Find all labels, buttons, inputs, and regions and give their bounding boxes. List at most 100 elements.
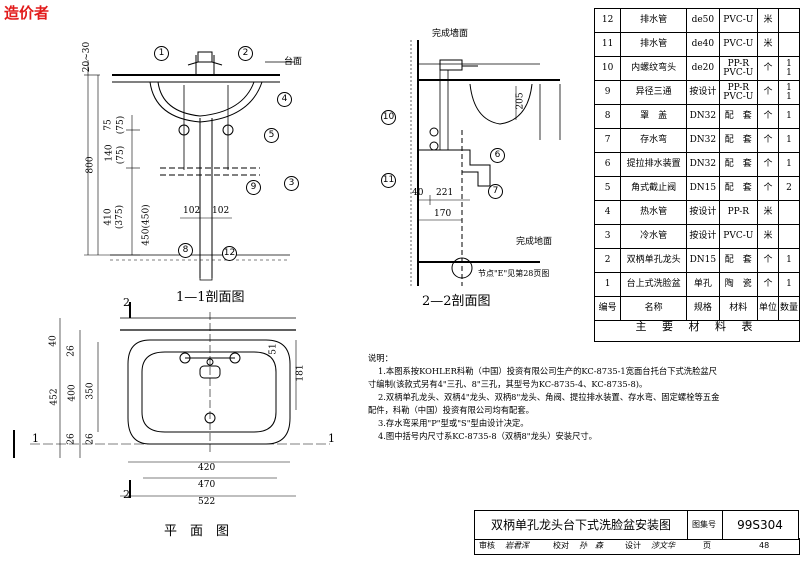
table-cell-mat: 配 套 <box>718 248 758 273</box>
dim-470: 470 <box>198 480 216 490</box>
dim-26-top: 26 <box>66 345 77 357</box>
table-cell-unit: 个 <box>756 272 779 297</box>
table-cell-unit: 米 <box>756 32 779 57</box>
table-cell-unit: 个 <box>756 128 779 153</box>
dim-102b: 102 <box>212 206 230 216</box>
callout-4: 4 <box>277 92 292 107</box>
material-table-title: 主 要 材 料 表 <box>594 313 800 342</box>
table-cell-spec: DN15 <box>686 176 720 201</box>
table-cell-no: 6 <box>593 152 622 177</box>
node-e-note: 节点"E"见第28页图 <box>478 269 550 278</box>
table-cell-qty: 数量 <box>777 296 800 321</box>
table-cell-spec: de50 <box>686 8 720 33</box>
dim-75-paren: (75) <box>116 115 127 135</box>
table-cell-qty: 1 <box>777 152 800 177</box>
callout-8: 8 <box>178 243 193 258</box>
table-cell-unit: 米 <box>756 224 779 249</box>
table-cell-spec: 按设计 <box>686 80 720 105</box>
dim-450: 450(450) <box>141 204 152 246</box>
table-cell-qty: 1 <box>777 104 800 129</box>
cut-mark-2-top: 2 <box>123 296 130 309</box>
table-cell-no: 2 <box>593 248 622 273</box>
signature-row: 审核 岩君浑 校对 孙 森 设计 涉文华 页 48 <box>474 538 800 555</box>
table-cell-spec: DN15 <box>686 248 720 273</box>
label-finished-floor: 完成地面 <box>516 237 553 247</box>
table-cell-qty: 1 <box>777 272 800 297</box>
dim-522: 522 <box>198 497 216 507</box>
note-line-6: 4.图中括号内尺寸系KC-8735-8（双柄8"龙头）安装尺寸。 <box>378 431 597 441</box>
dim-75: 75 <box>103 119 114 131</box>
dim-420: 420 <box>198 463 216 473</box>
table-cell-no: 9 <box>593 80 622 105</box>
dim-410: 410 <box>103 208 114 226</box>
table-cell-mat: PVC-U <box>718 8 758 33</box>
section-1-1-title: 1—1剖面图 <box>176 290 245 305</box>
table-cell-qty: 1 <box>777 248 800 273</box>
table-cell-spec: 单孔 <box>686 272 720 297</box>
dim-20-30: 20~30 <box>82 41 93 73</box>
table-cell-qty: 1 <box>777 128 800 153</box>
table-cell-name: 排水管 <box>620 32 688 57</box>
dim-102a: 102 <box>183 206 201 216</box>
table-cell-name: 热水管 <box>620 200 688 225</box>
table-cell-no: 8 <box>593 104 622 129</box>
table-cell-qty: 1 1 <box>777 56 800 81</box>
atlas-label: 图集号 <box>686 510 723 540</box>
plan-drawing <box>13 302 330 498</box>
table-cell-no: 12 <box>593 8 622 33</box>
callout-3: 3 <box>284 176 299 191</box>
section-1-1-drawing <box>84 51 295 281</box>
page-label: 页 <box>703 541 711 550</box>
table-row: 编号名称规格材料单位数量 <box>593 296 800 321</box>
callout-1: 1 <box>154 46 169 61</box>
label-finished-wall: 完成墙面 <box>432 29 469 39</box>
dim-140: 140 <box>104 144 115 162</box>
review-label: 审核 <box>479 541 495 550</box>
table-cell-unit: 个 <box>756 104 779 129</box>
table-cell-mat: PVC-U <box>718 224 758 249</box>
table-cell-no: 编号 <box>593 296 622 321</box>
dim-205: 205 <box>515 92 526 110</box>
table-cell-spec: 按设计 <box>686 200 720 225</box>
table-cell-mat: 配 套 <box>718 152 758 177</box>
drawing-title: 双柄单孔龙头台下式洗脸盆安装图 <box>474 510 688 540</box>
table-cell-no: 1 <box>593 272 622 297</box>
table-cell-name: 双柄单孔龙头 <box>620 248 688 273</box>
table-cell-no: 5 <box>593 176 622 201</box>
table-cell-mat: 材料 <box>718 296 758 321</box>
callout-12: 12 <box>222 246 237 261</box>
table-cell-unit: 个 <box>756 80 779 105</box>
dim-350: 350 <box>85 382 96 400</box>
dim-40-plan: 40 <box>48 335 59 347</box>
title-block: 双柄单孔龙头台下式洗脸盆安装图 图集号 99S304 审核 岩君浑 校对 孙 森… <box>474 510 800 564</box>
dim-75b-paren: (75) <box>116 145 127 165</box>
table-cell-name: 冷水管 <box>620 224 688 249</box>
table-cell-no: 4 <box>593 200 622 225</box>
table-cell-spec: de40 <box>686 32 720 57</box>
table-cell-no: 11 <box>593 32 622 57</box>
table-cell-qty <box>777 32 800 57</box>
note-line-5: 3.存水弯采用"P"型或"S"型由设计决定。 <box>378 418 529 428</box>
callout-9: 9 <box>246 180 261 195</box>
table-cell-name: 异径三通 <box>620 80 688 105</box>
table-cell-qty: 2 <box>777 176 800 201</box>
page-number: 48 <box>759 541 770 550</box>
checker-signature: 孙 森 <box>579 541 603 550</box>
table-cell-name: 排水管 <box>620 8 688 33</box>
callout-11: 11 <box>381 173 396 188</box>
table-cell-spec: DN32 <box>686 104 720 129</box>
dim-800: 800 <box>85 156 96 174</box>
table-cell-unit: 个 <box>756 248 779 273</box>
notes-block: 说明： 1.本图系按KOHLER科勒（中国）投资有限公司生产的KC-8735-1… <box>368 352 720 443</box>
callout-10: 10 <box>381 110 396 125</box>
note-line-3: 2.双柄单孔龙头、双柄4"龙头、双柄8"龙头、角阀、提拉排水装置、存水弯、固定螺… <box>378 392 720 402</box>
watermark-logo: 造价者 <box>4 4 50 22</box>
